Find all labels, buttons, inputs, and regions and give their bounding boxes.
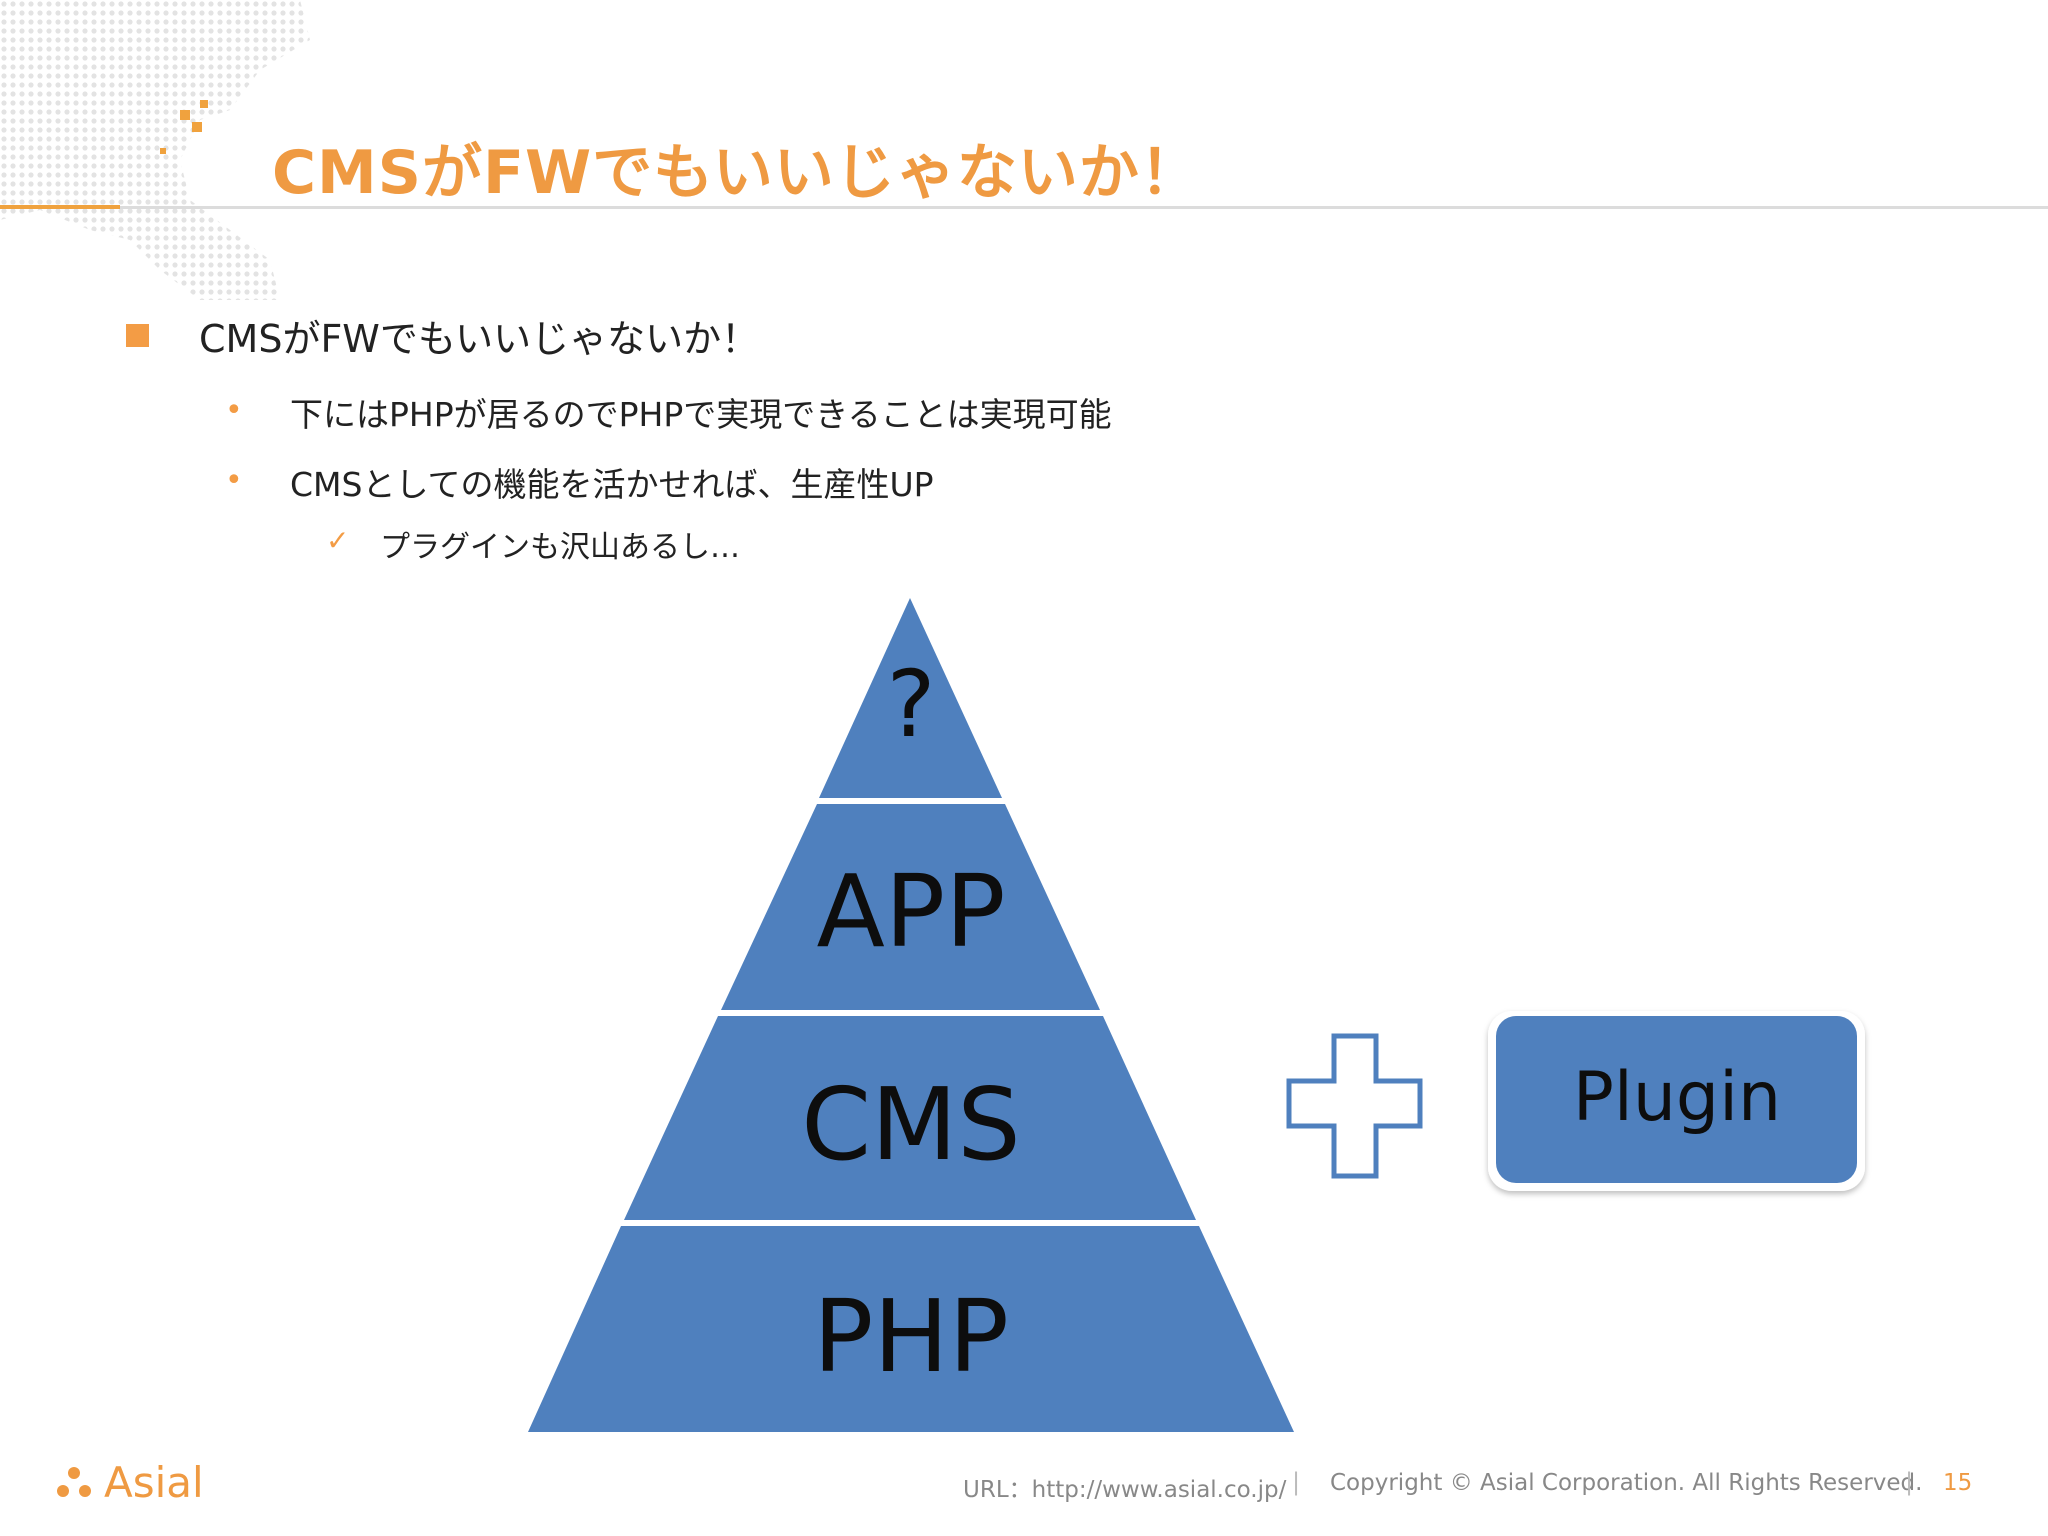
pyramid-label-app: APP: [816, 853, 1005, 970]
asial-logo: Asial: [56, 1457, 204, 1507]
pyramid-layer-php: [528, 1226, 1294, 1432]
logo-dots-icon: [57, 1467, 91, 1497]
title-underline: [0, 206, 2048, 209]
dot-bullet-icon: •: [225, 393, 243, 428]
pyramid-label-top: ?: [887, 651, 936, 758]
footer-separator: |: [1292, 1468, 1301, 1496]
plugin-box: [1496, 1016, 1857, 1183]
bullet-level3: プラグインも沢山あるし…: [380, 530, 740, 565]
bullet-level1: CMSがFWでもいいじゃないか！: [199, 317, 760, 361]
footer-url: URL：http://www.asial.co.jp/: [963, 1477, 1287, 1503]
pyramid-layer-cms: [624, 1016, 1196, 1220]
title-underline-accent: [0, 205, 120, 209]
world-map-decoration: [0, 0, 310, 300]
pyramid-label-php: PHP: [813, 1278, 1009, 1395]
dot-bullet-icon: •: [225, 463, 243, 498]
slide-title: CMSがFWでもいいじゃないか！: [272, 138, 1201, 208]
plugin-label: Plugin: [1573, 1058, 1781, 1137]
footer-copyright: Copyright © Asial Corporation. All Right…: [1330, 1470, 1923, 1496]
square-bullet-icon: [126, 324, 149, 347]
plus-icon: [1286, 1033, 1423, 1179]
checkmark-icon: ✓: [326, 524, 350, 557]
bullet-level2-2: CMSとしての機能を活かせれば、生産性UP: [290, 465, 934, 504]
page-number: 15: [1943, 1470, 1973, 1496]
footer-separator: |: [1905, 1468, 1914, 1496]
pyramid-layer-app: [721, 804, 1100, 1010]
pyramid-label-cms: CMS: [801, 1066, 1021, 1183]
logo-text: Asial: [104, 1457, 204, 1507]
pyramid-layer-top: [819, 598, 1002, 798]
bullet-level2-1: 下にはPHPが居るのでPHPで実現できることは実現可能: [290, 395, 1112, 434]
